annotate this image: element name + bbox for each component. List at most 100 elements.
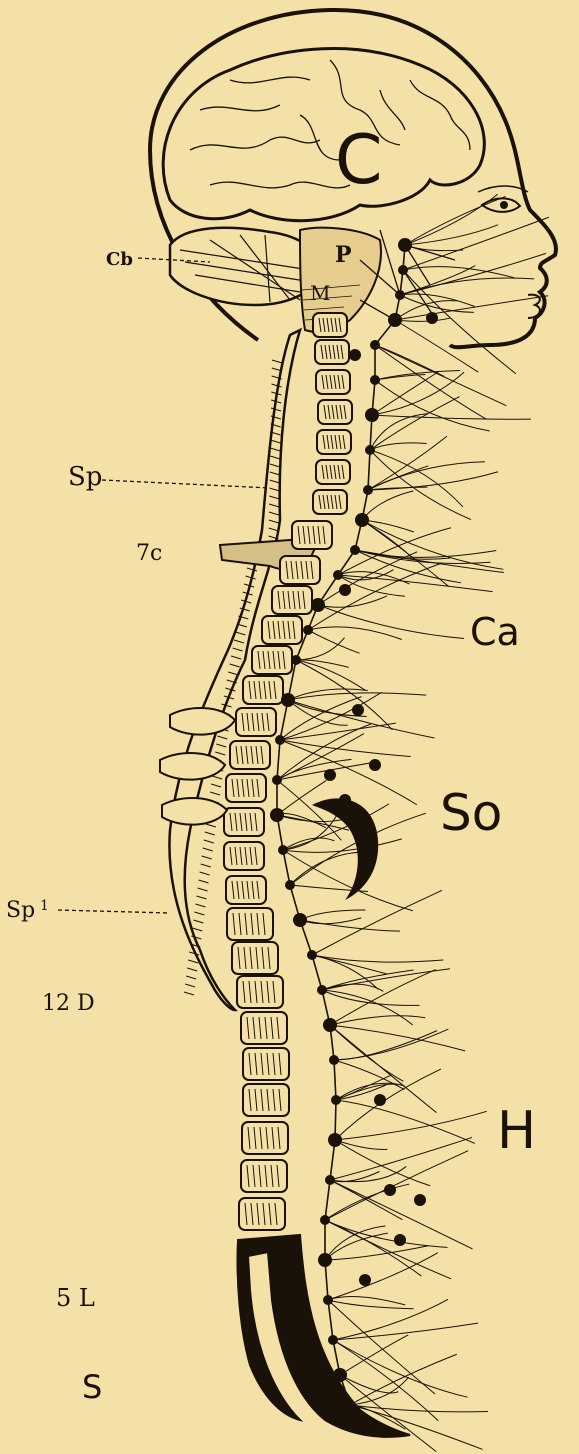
cord-hatch-line	[197, 896, 207, 899]
nerve-branch	[370, 450, 471, 520]
nerve-branch	[300, 910, 365, 920]
vertebra-body	[316, 460, 350, 484]
ganglion	[328, 1133, 342, 1147]
vertebra	[318, 400, 352, 424]
nerve-branch	[335, 1111, 487, 1140]
nerve-branch	[308, 630, 360, 653]
nerve-branch	[340, 1335, 408, 1375]
vertebra-body	[280, 556, 320, 584]
ganglion	[333, 570, 343, 580]
vertebra	[224, 842, 264, 870]
cord-hatch-line	[184, 992, 194, 995]
plexus-node	[374, 1094, 386, 1106]
ganglion	[398, 238, 412, 252]
nerve-branch	[400, 278, 534, 295]
plexus-node	[384, 1184, 396, 1196]
cord-hatch-line	[200, 872, 210, 875]
ganglion	[318, 1253, 332, 1267]
vertebra	[241, 1012, 287, 1044]
vertebra-body	[317, 430, 351, 454]
vertebra	[227, 908, 273, 940]
ganglion	[370, 340, 380, 350]
nerve-branch	[375, 345, 487, 419]
cord-hatch-line	[203, 848, 213, 851]
vertebra	[243, 676, 283, 704]
nerve-branch	[330, 1025, 465, 1051]
nerve-branch	[330, 1025, 403, 1081]
nerve-branch	[290, 852, 360, 885]
nerve-branch	[328, 1300, 414, 1309]
vertebra-body	[262, 616, 302, 644]
vertebra	[224, 808, 264, 836]
vertebra	[272, 586, 312, 614]
vertebra-body	[315, 340, 349, 364]
plexus-node	[339, 584, 351, 596]
label-hypogastric-plexus: H	[497, 1101, 536, 1161]
cord-hatch-line	[198, 888, 208, 891]
label-cardiac-plexus: Ca	[470, 610, 520, 654]
vertebra	[252, 646, 292, 674]
label-seventh-cervical: 7c	[136, 541, 162, 566]
plexus-node	[394, 1234, 406, 1246]
vertebra	[316, 460, 350, 484]
ganglion	[285, 880, 295, 890]
nerve-branch	[283, 850, 413, 911]
vertebra	[315, 340, 349, 364]
vertebra	[243, 1048, 289, 1080]
rib-process	[160, 753, 225, 780]
vertebra	[226, 774, 266, 802]
nerve-branch	[328, 1297, 405, 1305]
cord-hatch-line	[192, 928, 202, 931]
cord-hatch-line	[204, 840, 214, 843]
cord-hatch-line	[188, 960, 198, 963]
cord-hatch-line	[211, 784, 221, 787]
cord-hatch-line	[194, 912, 204, 915]
vertebra	[226, 876, 266, 904]
ganglion	[281, 693, 295, 707]
label-fifth-lumbar: 5 L	[56, 1284, 95, 1312]
nerve-branch	[300, 920, 400, 931]
nerve-branch	[335, 1069, 441, 1140]
nerve-branch	[280, 740, 417, 805]
cranial-nerve	[380, 230, 400, 295]
nerve-branch	[336, 1100, 475, 1143]
vertebra-body	[292, 521, 332, 549]
vertebra-body	[252, 646, 292, 674]
cord-hatch-line	[210, 792, 220, 795]
nerve-branch	[288, 693, 426, 700]
vertebra	[236, 708, 276, 736]
vertebra-body	[313, 490, 347, 514]
plexus-node	[324, 769, 336, 781]
cord-hatch-line	[185, 984, 195, 987]
rib-process	[170, 708, 235, 735]
nerve-branch	[312, 890, 442, 955]
nerve-branch	[330, 1166, 406, 1181]
nerve-branch	[280, 723, 396, 740]
nerve-branch	[375, 380, 490, 431]
cord-hatch-line	[215, 752, 225, 755]
nerve-branch	[277, 759, 351, 780]
plexus-node	[414, 1194, 426, 1206]
vertebra	[232, 942, 278, 974]
ganglion	[329, 1055, 339, 1065]
vertebra	[292, 521, 332, 549]
cord-hatch-line	[205, 832, 215, 835]
plexus-node	[352, 704, 364, 716]
vertebra	[316, 370, 350, 394]
cord-hatch-line	[217, 736, 227, 739]
vertebra-body	[224, 842, 264, 870]
nerve-branch	[333, 1340, 468, 1397]
nerve-branch	[335, 1140, 430, 1186]
nerve-branch	[300, 918, 361, 924]
nerve-branch	[328, 1253, 438, 1300]
cord-hatch-line	[201, 864, 211, 867]
ganglion	[365, 445, 375, 455]
ganglion	[365, 408, 379, 422]
vertebra-body	[243, 676, 283, 704]
label-solar-plexus: So	[440, 784, 502, 842]
ganglion	[323, 1295, 333, 1305]
ganglion	[291, 655, 301, 665]
plexus-node	[349, 349, 361, 361]
